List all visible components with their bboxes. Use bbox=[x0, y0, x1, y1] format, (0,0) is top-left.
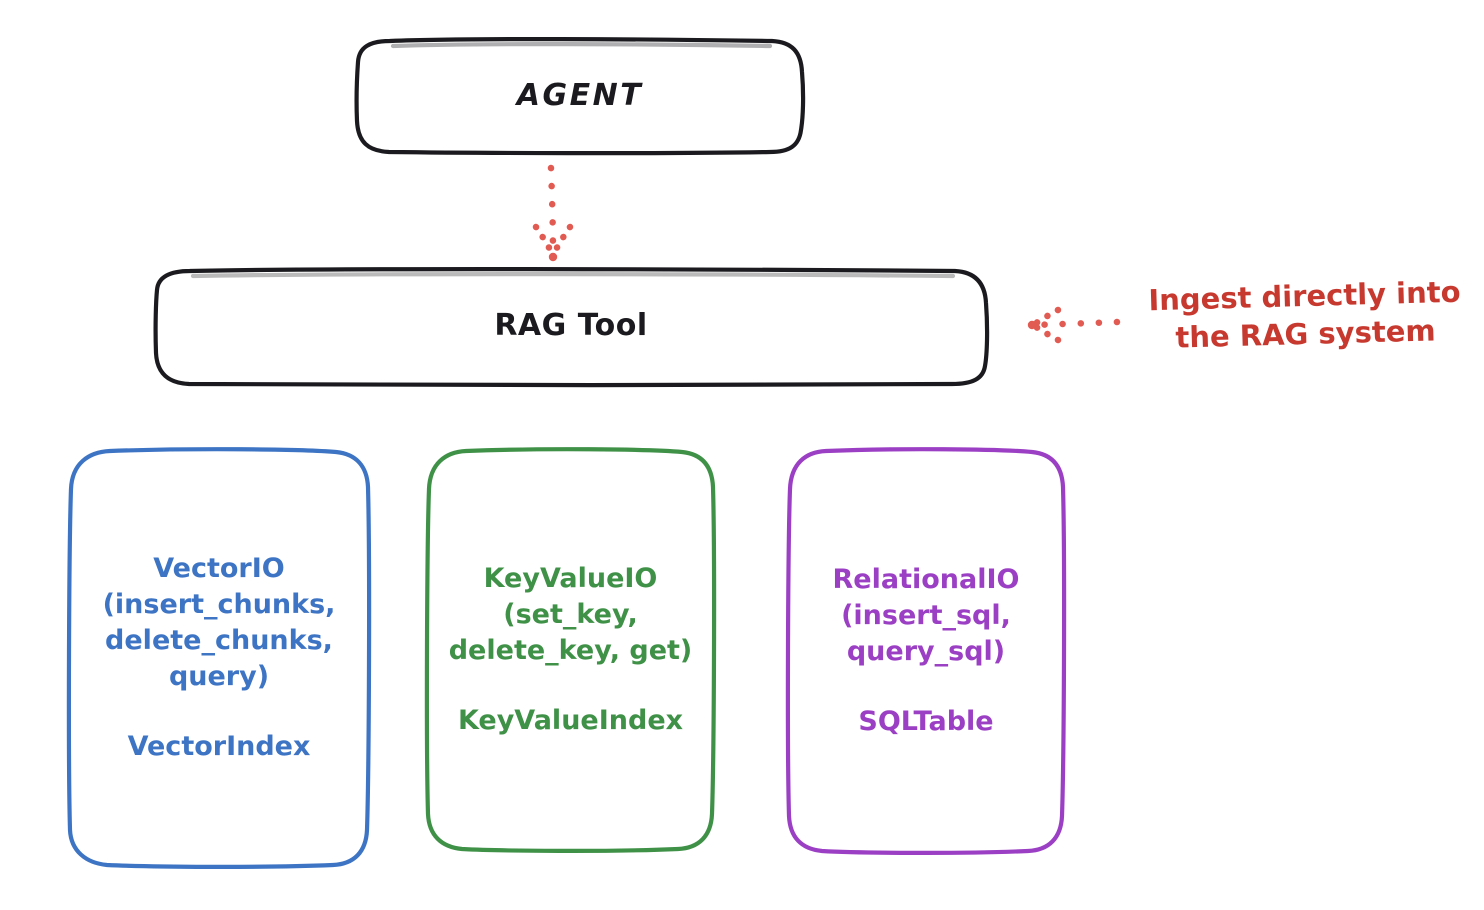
node-agent-label: AGENT bbox=[516, 77, 644, 113]
node-vector-io-label: VectorIO (insert_chunks, delete_chunks, … bbox=[102, 553, 336, 692]
node-relational-io-label: RelationalIO (insert_sql, query_sql) bbox=[832, 564, 1020, 667]
node-relational-io[interactable]: RelationalIO (insert_sql, query_sql) SQL… bbox=[789, 449, 1063, 853]
ingest-connector bbox=[1027, 306, 1121, 344]
node-vector-io[interactable]: VectorIO (insert_chunks, delete_chunks, … bbox=[69, 449, 369, 867]
node-rag-tool[interactable]: RAG Tool bbox=[156, 269, 986, 384]
node-agent[interactable]: AGENT bbox=[357, 39, 803, 153]
node-key-value-io-index-label: KeyValueIndex bbox=[457, 704, 684, 736]
node-key-value-io-label: KeyValueIO (set_key, delete_key, get) bbox=[448, 563, 693, 666]
node-rag-tool-label: RAG Tool bbox=[494, 308, 648, 344]
node-key-value-io[interactable]: KeyValueIO (set_key, delete_key, get) Ke… bbox=[428, 449, 713, 851]
node-relational-io-index-label: SQLTable bbox=[858, 705, 994, 737]
agent-to-rag-tool-connector bbox=[532, 164, 574, 262]
annotation-ingest-note: Ingest directly into the RAG system bbox=[1147, 274, 1461, 355]
node-vector-io-index-label: VectorIndex bbox=[127, 730, 311, 762]
